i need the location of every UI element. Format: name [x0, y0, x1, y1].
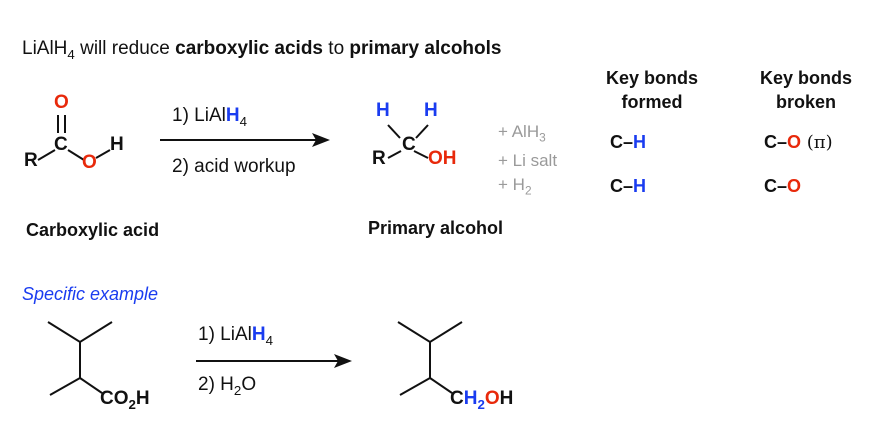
reaction1-reagent-1: 1) LiAlH4 [172, 105, 247, 129]
ex-reagent-2: 2) H2O [198, 374, 257, 398]
formed-header: Key bonds formed [605, 68, 698, 112]
broken-header: Key bonds broken [759, 68, 852, 112]
alcohol-carbon: C [402, 134, 416, 155]
ex-reactant-c-co2h [79, 377, 103, 394]
alcohol-hydrogen-2: H [424, 100, 438, 121]
alc-c-oh-bond [413, 150, 429, 159]
ex-product-methyl [399, 377, 431, 396]
byproduct-h2: + H2 [498, 175, 532, 198]
byproducts: + AlH3 + Li salt + H2 [498, 120, 557, 203]
reaction-arrow-1-head [312, 133, 330, 147]
acid-carbon: C [54, 134, 68, 155]
ex-reactant-methyl [49, 377, 81, 396]
alc-h2-c-bond [415, 124, 429, 139]
ex-reactant-co2h: CO2H [100, 388, 150, 412]
reactant-label: Carboxylic acid [26, 220, 160, 240]
bond-broken-2: C–O [764, 176, 802, 196]
reaction1-reagent-2: 2) acid workup [172, 156, 296, 177]
acid-o-h-bond [95, 149, 111, 159]
byproduct-alh3: + AlH3 [498, 122, 546, 145]
alc-c-r-bond [387, 150, 402, 159]
alcohol-r-group: R [372, 148, 386, 169]
acid-c-o-bond [67, 149, 85, 161]
alc-h1-c-bond [387, 124, 401, 139]
acid-hydroxyl-hydrogen: H [110, 134, 124, 155]
byproduct-li-salt: + Li salt [498, 151, 558, 171]
product-label: Primary alcohol [368, 218, 504, 238]
ex-reagent-1: 1) LiAlH4 [198, 324, 273, 348]
acid-r-group: R [24, 150, 38, 171]
bond-formed-1: C–H [610, 132, 647, 152]
page-title: LiAlH4 will reduce carboxylic acids to p… [22, 38, 502, 62]
bond-formed-2: C–H [610, 176, 647, 196]
acid-carbonyl-oxygen: O [54, 92, 69, 113]
specific-example-heading: Specific example [22, 284, 159, 304]
ex-product-c-ch2oh [429, 377, 453, 394]
bond-broken-1: C–O (π) [764, 132, 833, 153]
acid-hydroxyl-oxygen: O [82, 152, 97, 173]
ex-product-isopropyl [397, 321, 463, 344]
ex-reactant-isopropyl [47, 321, 113, 344]
alcohol-hydrogen-1: H [376, 100, 390, 121]
reaction-arrow-2-head [334, 354, 352, 368]
alcohol-hydroxyl: OH [428, 148, 457, 169]
acid-c-r-bond [37, 149, 56, 161]
ex-product-ch2oh: CH2OH [450, 388, 514, 412]
